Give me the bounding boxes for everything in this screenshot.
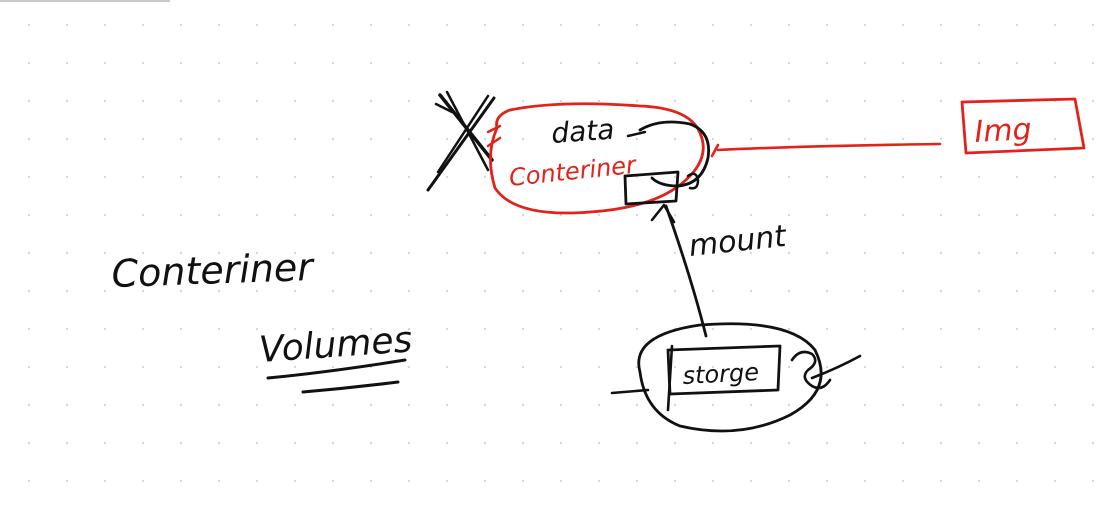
image-box [960,97,1086,155]
volumes-underline-1 [266,358,407,380]
mount-label: mount [687,219,789,264]
crossout-stroke-4 [436,94,490,174]
data-loop [638,120,710,188]
crossout-stroke-3 [426,96,496,192]
storage-left-tail [610,388,650,395]
storage-squiggle [790,350,832,390]
mount-point-mark [686,172,700,190]
crossout-stroke-2 [445,90,490,172]
image-label: Img [974,112,1033,150]
storage-box-left-stroke [666,344,674,412]
storage-right-tail [810,354,862,380]
mount-arrowhead [650,203,676,224]
storage-ellipse [637,322,823,433]
container-left-ticks [486,124,502,148]
volumes-underline-2 [301,380,400,394]
container-label: Conteriner [508,151,640,192]
container-outline [489,102,705,215]
top-toolbar-edge [0,0,170,2]
storage-label: storge [682,358,760,390]
data-label: data [550,113,615,150]
container-to-image-line [710,142,942,158]
mount-point-box [623,170,680,206]
heading-conteriner: Conteriner [111,245,316,296]
data-arrow-stub [626,130,647,138]
mount-arrow-line [664,204,708,338]
crossout-tick [434,102,454,114]
